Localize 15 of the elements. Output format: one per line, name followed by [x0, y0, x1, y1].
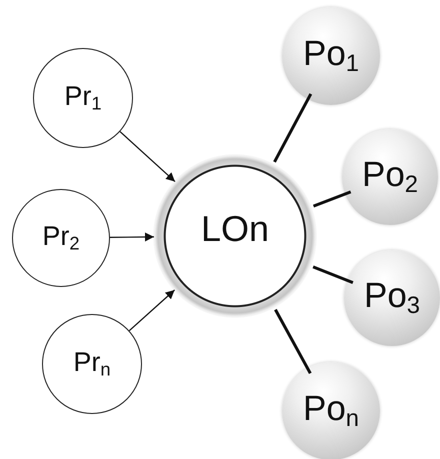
- node-label: Po$_{n}$: [302, 389, 360, 433]
- node-label: Pr$_{2}$: [42, 221, 80, 255]
- node-label: Po$_{2}$: [362, 155, 418, 199]
- node-label: Po$_{3}$: [364, 276, 420, 320]
- node-label: Pr$_{n}$: [73, 347, 111, 381]
- node-label: Pr$_{1}$: [64, 81, 102, 115]
- connector-line: [274, 308, 312, 374]
- node-label: Po$_{1}$: [302, 34, 360, 78]
- connector-line: [273, 93, 312, 163]
- arrow: [110, 232, 154, 242]
- connector-line: [312, 266, 354, 284]
- connector-line: [312, 190, 352, 208]
- arrow: [128, 290, 175, 332]
- node-label: LOn: [200, 208, 270, 250]
- arrow: [120, 131, 176, 182]
